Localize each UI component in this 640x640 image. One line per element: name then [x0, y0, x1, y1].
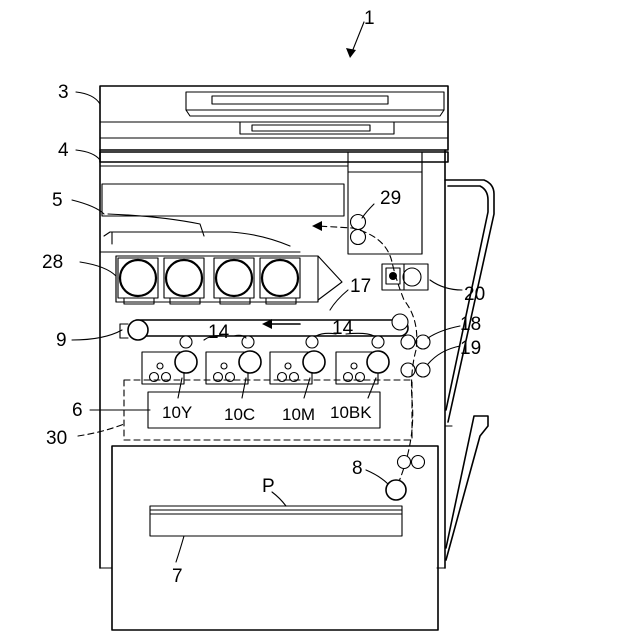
- exit-roller-pair: [351, 215, 366, 245]
- label-sheet-tray: 7: [172, 566, 183, 587]
- label-station-frame: 30: [46, 428, 67, 449]
- label-transfer-belt: 17: [350, 276, 371, 297]
- toner-bottle-3: [214, 258, 254, 304]
- pickup-rollers: [386, 456, 425, 501]
- label-station-m: 10M: [282, 405, 315, 424]
- label-fig-number: 1: [364, 8, 375, 29]
- label-belt-unit: 9: [56, 330, 67, 351]
- label-secondary-transfer: 18: [460, 314, 481, 335]
- label-exit-tray: 5: [52, 190, 63, 211]
- label-station-bk: 10BK: [330, 403, 372, 422]
- label-station-y: 10Y: [162, 403, 192, 422]
- label-primary-transfer-right: 14: [332, 318, 354, 339]
- image-station-c: [206, 351, 261, 384]
- label-fixing-unit: 20: [464, 284, 485, 305]
- document-tray: [100, 152, 448, 166]
- image-stations: [142, 351, 389, 384]
- label-primary-transfer-left: 14: [208, 322, 230, 343]
- toner-bottle-2: [164, 258, 204, 304]
- label-scanner: 3: [58, 82, 69, 103]
- label-toner-bottles: 28: [42, 252, 63, 273]
- label-pickup-roller: 8: [352, 458, 363, 479]
- transfer-belt: [120, 314, 408, 340]
- label-registration-rollers: 19: [460, 338, 481, 359]
- label-station-c: 10C: [224, 405, 255, 424]
- toner-bottles: [116, 256, 342, 304]
- image-station-y: [142, 351, 197, 384]
- label-document-tray: 4: [58, 140, 69, 161]
- main-body: [100, 150, 445, 568]
- toner-bottle-4: [260, 258, 300, 304]
- registration-rollers: [401, 363, 430, 377]
- label-sheet: P: [262, 476, 275, 497]
- image-station-m: [270, 351, 325, 384]
- scanner-unit: [100, 86, 448, 150]
- toner-bottle-1: [118, 258, 158, 304]
- image-station-bk: [336, 351, 389, 384]
- label-image-station-group: 6: [72, 400, 83, 421]
- secondary-transfer-rollers: [401, 335, 430, 349]
- fixing-unit: [382, 264, 428, 290]
- sheet-cassette: [112, 446, 438, 630]
- label-exit-roller: 29: [380, 188, 401, 209]
- manual-feed-tray: [445, 180, 494, 560]
- exit-tray: [100, 184, 344, 252]
